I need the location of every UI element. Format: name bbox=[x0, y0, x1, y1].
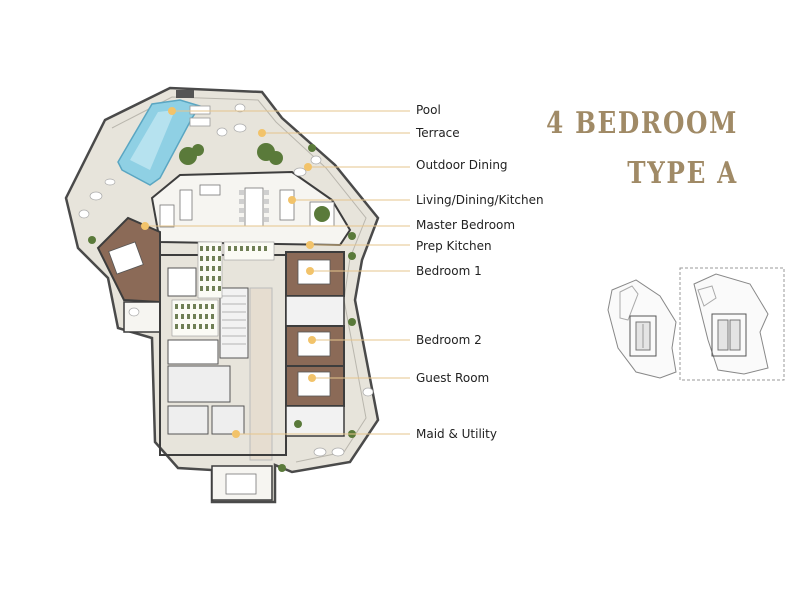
marker-prep bbox=[306, 241, 314, 249]
marker-bed1 bbox=[306, 267, 314, 275]
label-outdoor-dining: Outdoor Dining bbox=[416, 158, 508, 172]
label-maid-utility: Maid & Utility bbox=[416, 427, 497, 441]
label-prep-kitchen: Prep Kitchen bbox=[416, 239, 492, 253]
maid-area bbox=[285, 405, 345, 437]
label-guest-room: Guest Room bbox=[416, 371, 490, 385]
plan-title-line1: 4 BEDROOM bbox=[546, 106, 738, 141]
marker-master bbox=[141, 222, 149, 230]
marker-guest bbox=[308, 374, 316, 382]
marker-terrace bbox=[258, 129, 266, 137]
marker-living bbox=[288, 196, 296, 204]
label-living-dining-kitchen: Living/Dining/Kitchen bbox=[416, 193, 544, 207]
label-terrace: Terrace bbox=[416, 126, 460, 140]
label-bedroom-2: Bedroom 2 bbox=[416, 333, 482, 347]
central-corridor bbox=[249, 287, 273, 461]
marker-pool bbox=[168, 107, 176, 115]
marker-bed2 bbox=[308, 336, 316, 344]
key-plan bbox=[607, 267, 785, 381]
label-pool: Pool bbox=[416, 103, 441, 117]
plan-title-line2: TYPE A bbox=[627, 156, 738, 191]
marker-maid bbox=[232, 430, 240, 438]
key-plan-left bbox=[607, 279, 677, 379]
marker-outdoor-dining bbox=[304, 163, 312, 171]
key-plan-right bbox=[679, 267, 785, 381]
label-master-bedroom: Master Bedroom bbox=[416, 218, 516, 232]
label-bedroom-1: Bedroom 1 bbox=[416, 264, 482, 278]
